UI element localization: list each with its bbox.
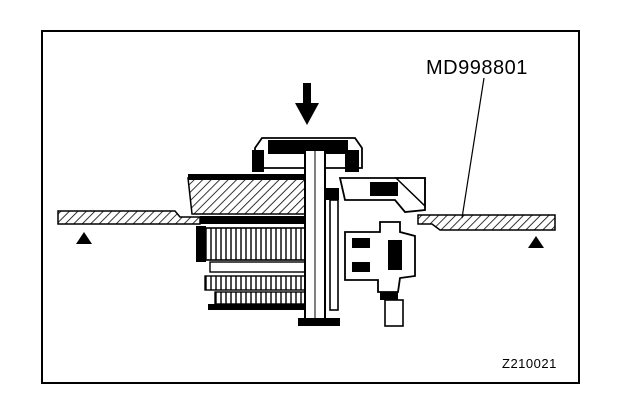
upper-gear bbox=[187, 174, 306, 215]
figure-code: Z210021 bbox=[502, 356, 557, 371]
lower-shaft bbox=[384, 299, 404, 327]
synchronizer-hub bbox=[344, 221, 416, 300]
right-housing bbox=[338, 177, 426, 213]
support-plate-right bbox=[417, 214, 556, 231]
gear-sleeve bbox=[196, 216, 306, 310]
label-leader-line bbox=[461, 77, 485, 219]
left-support-triangle-icon bbox=[76, 232, 92, 244]
support-plate-left bbox=[57, 210, 201, 225]
main-shaft bbox=[298, 149, 340, 326]
press-arrow-icon bbox=[295, 83, 319, 125]
tool-label: MD998801 bbox=[426, 57, 528, 79]
right-support-triangle-icon bbox=[528, 236, 544, 248]
